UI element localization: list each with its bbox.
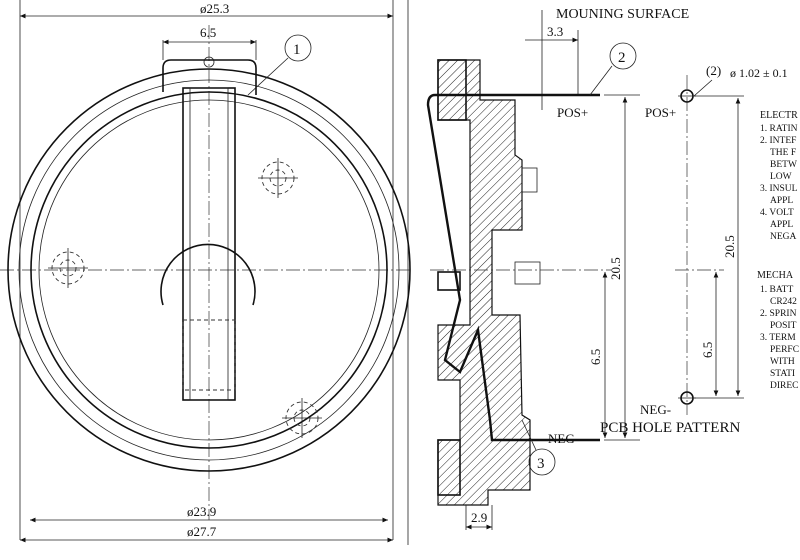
pcb-dim-neg-center: 6.5 xyxy=(700,342,715,358)
mechanical-header: MECHA xyxy=(757,270,794,281)
mount-hole-right-bottom xyxy=(282,398,322,438)
mechanical-item: PERFC xyxy=(770,345,799,355)
electrical-item: THE F xyxy=(770,148,796,158)
electrical-header: ELECTR xyxy=(760,110,798,121)
ring-step xyxy=(18,79,400,461)
callout-3 xyxy=(528,448,556,476)
mechanical-item: CR242 xyxy=(770,297,797,307)
mechanical-item: WITH xyxy=(770,357,795,367)
callout-2-label: 2 xyxy=(618,50,626,66)
mounting-surface-label: MOUNING SURFACE xyxy=(556,7,689,22)
hole-spec-count: (2) xyxy=(706,63,721,78)
mechanical-item: 2. SPRIN xyxy=(760,309,797,319)
dim-outer-bottom: ø27.7 xyxy=(187,524,217,539)
electrical-item: 2. INTEF xyxy=(760,136,796,146)
dim-clip-width: 6.5 xyxy=(200,25,216,40)
outer-ring xyxy=(7,68,411,472)
inner-ring xyxy=(30,91,388,449)
side-neg-label: NEG- xyxy=(548,431,579,446)
electrical-item: APPL xyxy=(770,196,793,206)
mechanical-item: 3. TERM xyxy=(760,333,796,343)
hole-spec-dia: ø 1.02 ± 0.1 xyxy=(730,66,788,80)
pcb-dim-pos-neg: 20.5 xyxy=(722,235,737,258)
mechanical-item: 1. BATT xyxy=(760,285,793,295)
side-view: MOUNING SURFACE 3.3 2 3 POS+ NEG- 20.5 6… xyxy=(426,7,689,530)
pcb-hole-pattern: (2) ø 1.02 ± 0.1 POS+ NEG- 20.5 6.5 PCB … xyxy=(600,63,788,436)
callout-3-label: 3 xyxy=(537,456,545,472)
spring-contact xyxy=(426,93,600,442)
dim-inner: ø23.9 xyxy=(187,504,216,519)
holder-body-section xyxy=(437,59,531,506)
mount-hole-right-top xyxy=(258,158,298,198)
notes: ELECTR 1. RATIN 2. INTEF THE F BETW LOW … xyxy=(757,110,799,391)
mechanical-item: DIREC xyxy=(770,381,799,391)
dim-offset: 3.3 xyxy=(547,24,563,39)
callout-1 xyxy=(284,34,312,62)
mount-hole-left xyxy=(48,248,88,288)
callout-2 xyxy=(609,42,637,70)
top-tab xyxy=(162,59,257,95)
dim-outer-top: ø25.3 xyxy=(200,1,229,16)
mechanical-item: STATI xyxy=(770,369,795,379)
electrical-item: APPL xyxy=(770,220,793,230)
side-dim-pos-neg: 20.5 xyxy=(608,257,623,280)
electrical-item: 3. INSUL xyxy=(760,184,798,194)
mechanical-item: POSIT xyxy=(770,321,797,331)
electrical-item: 4. VOLT xyxy=(760,208,794,218)
side-dim-neg-center: 6.5 xyxy=(588,349,603,365)
pcb-title: PCB HOLE PATTERN xyxy=(600,420,740,436)
electrical-item: BETW xyxy=(770,160,797,170)
pcb-neg-label: NEG- xyxy=(640,402,671,417)
inner-ring-2 xyxy=(38,99,380,441)
side-pos-label: POS+ xyxy=(557,105,588,120)
front-view: ø25.3 6.5 1 xyxy=(0,0,412,545)
electrical-item: 1. RATIN xyxy=(760,124,798,134)
pcb-pos-label: POS+ xyxy=(645,105,676,120)
side-dim-base: 2.9 xyxy=(471,510,487,525)
callout-1-label: 1 xyxy=(293,42,301,58)
electrical-item: LOW xyxy=(770,172,792,182)
electrical-item: NEGA xyxy=(770,232,797,242)
